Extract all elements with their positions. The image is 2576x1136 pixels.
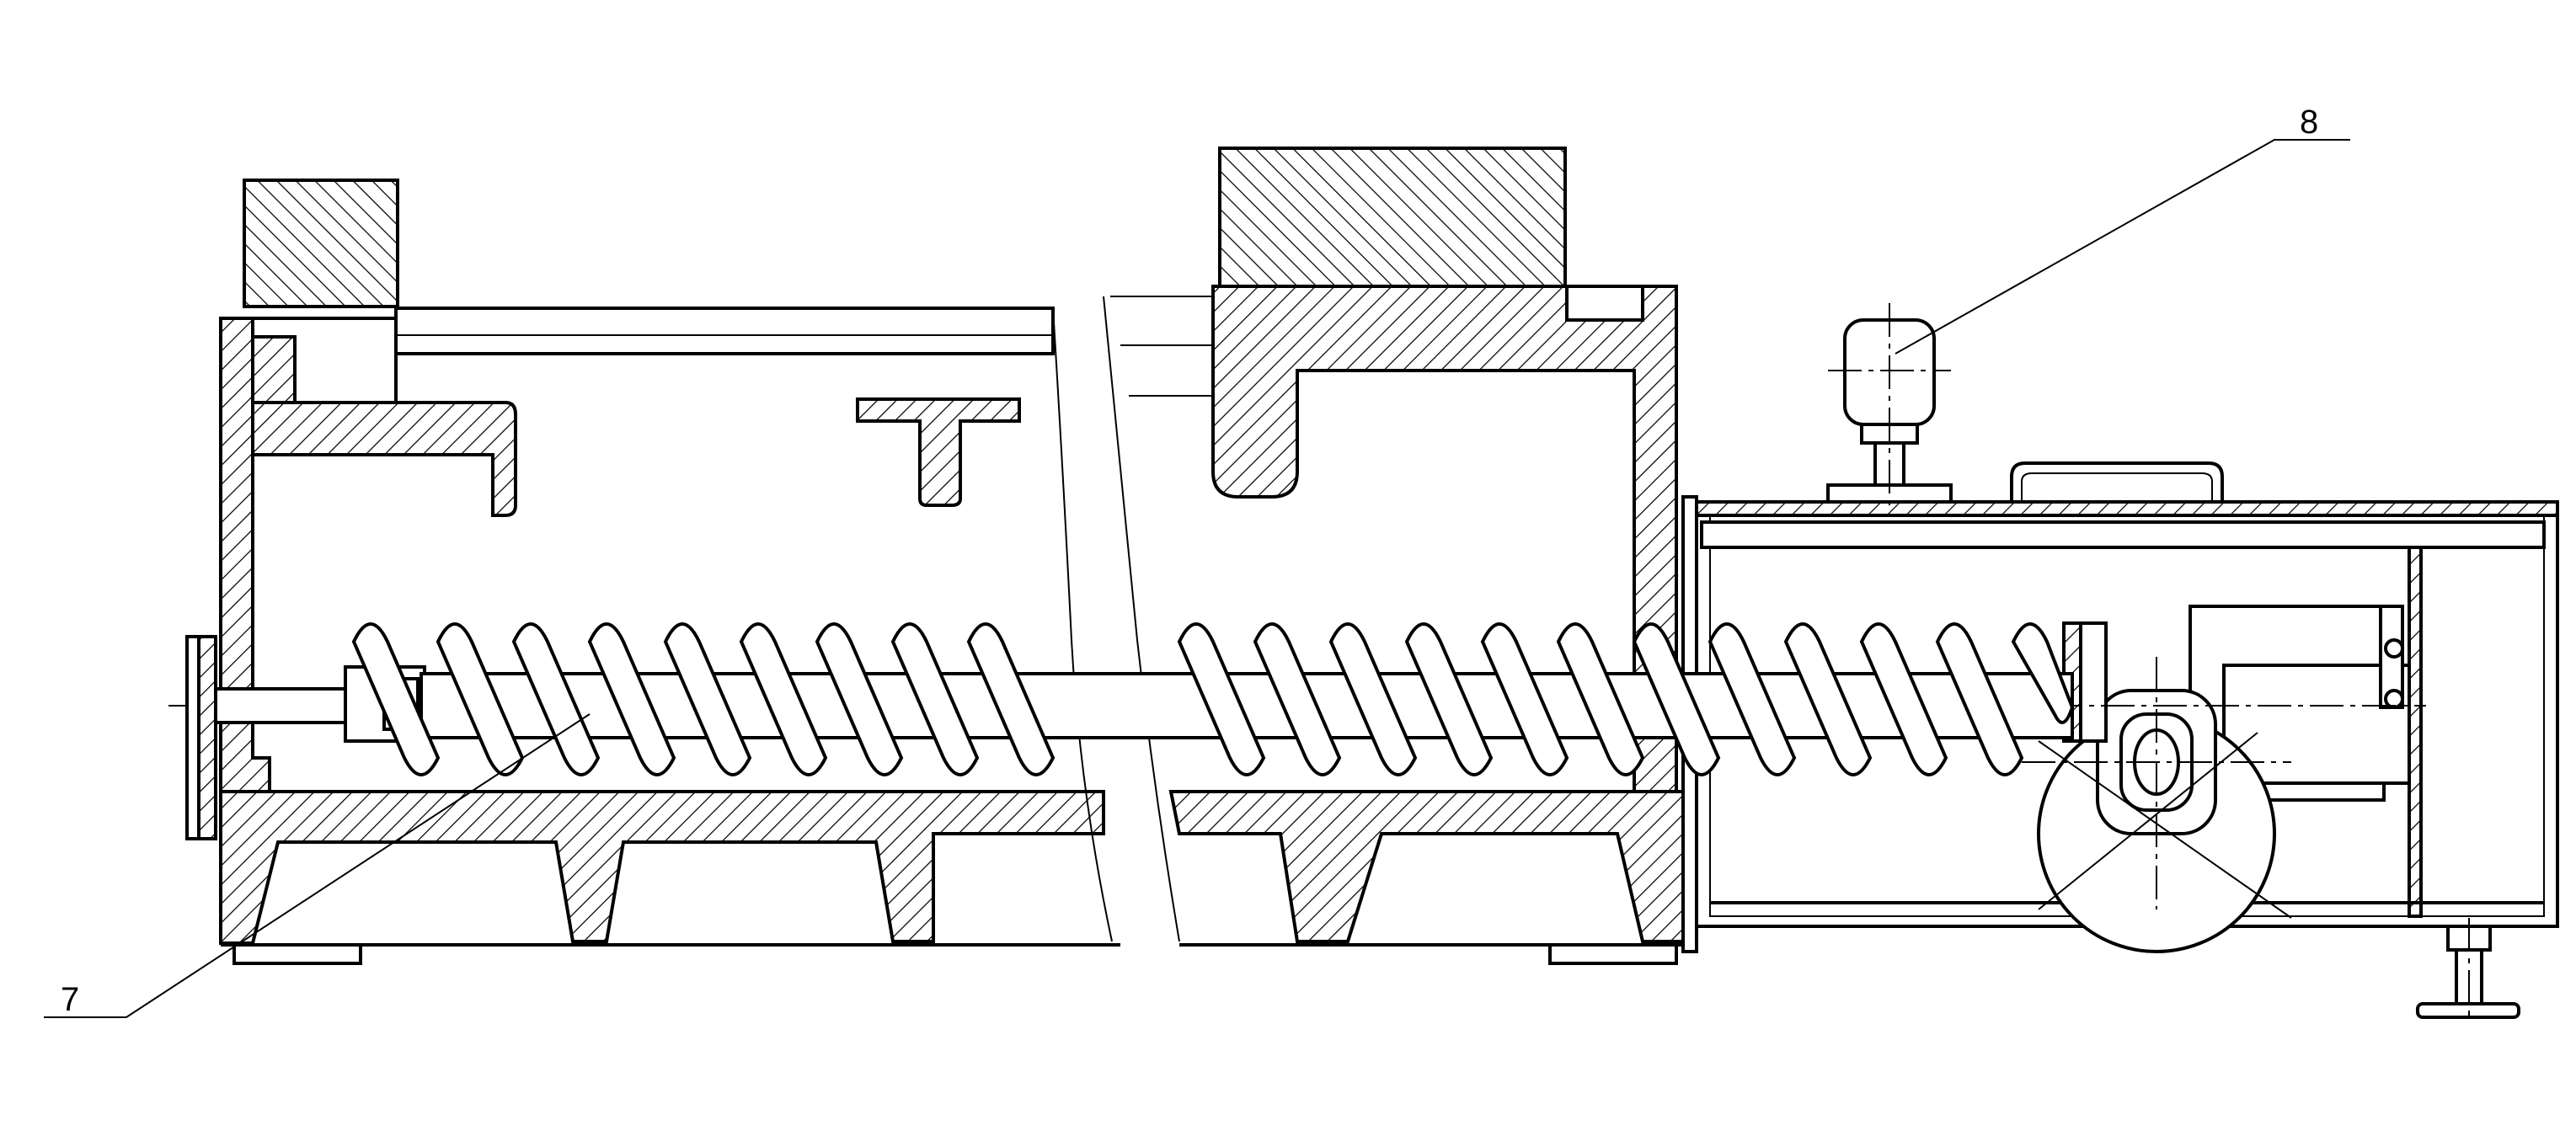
middle-top-frame [1211,285,1678,793]
left-housing [219,179,1120,965]
callout-8: 8 [1895,104,2350,355]
lid-handle [2010,461,2224,502]
gear-assembly [2022,605,2411,953]
drive-box [1695,303,2559,1019]
middle-top-block [1218,147,1567,288]
t-bracket [856,397,1021,507]
label-8: 8 [2300,104,2318,141]
motor [1826,303,1953,505]
adjustable-foot [2416,918,2520,1019]
middle-trough-base [1168,790,1685,943]
middle-housing [1103,147,1698,965]
left-top-block [243,179,399,308]
label-7: 7 [61,981,79,1018]
left-trough-base [219,790,1105,945]
left-top-rail [394,307,1055,355]
screw-flights [351,622,2075,776]
callout-7: 7 [44,713,591,1018]
left-bracket [251,401,517,517]
screw-shaft [168,622,2426,840]
